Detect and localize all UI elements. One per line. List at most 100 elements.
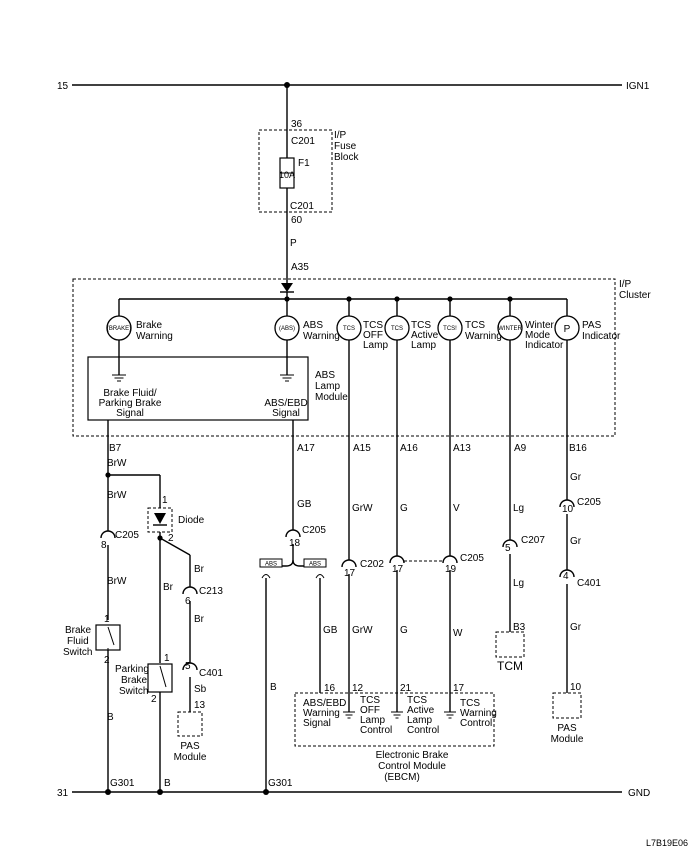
fuse-pin-top: 36 — [291, 119, 303, 130]
pin-label: B16 — [569, 443, 587, 454]
fuse-rating: 10A — [279, 170, 295, 180]
lamp-label: Warning — [303, 331, 340, 342]
connector-label: C401 — [577, 578, 601, 589]
wire-color: Br — [194, 564, 205, 575]
lamp-label: TCS — [465, 320, 485, 331]
wire-color: GB — [323, 625, 338, 636]
connector-pin: 4 — [563, 571, 569, 582]
ebcm-label: Electronic Brake — [376, 750, 449, 761]
ebcm-pin-label: Control — [360, 725, 392, 736]
wire-color: Gr — [570, 472, 582, 483]
diode-symbol — [154, 513, 166, 524]
tcs-active-lamp-icon: TCS — [391, 326, 403, 332]
wire-color: Br — [194, 614, 205, 625]
switch-label: Brake — [65, 625, 92, 636]
lamp-label: TCS — [363, 320, 383, 331]
ebcm-pin-label: ABS/EBD — [303, 698, 346, 709]
diode-circuit: 1 Diode 2 Br Br 6 C213 Br 5 C401 Sb 13 P… — [147, 475, 223, 763]
abs-module-label: Lamp — [315, 381, 340, 392]
fuse-block: 36 C201 I/P Fuse Block F1 10A C201 60 P … — [258, 85, 359, 283]
fuse-name: F1 — [298, 158, 310, 169]
fuse-pin-bottom: 60 — [291, 215, 303, 226]
fuse-connector-top: C201 — [291, 136, 315, 147]
rail-label-31: 31 — [57, 788, 69, 799]
pin-label: A16 — [400, 443, 418, 454]
pas-indicator-circuit: B16 Gr 10 C205 Gr 4 C401 Gr 10 PAS Modul… — [551, 340, 601, 745]
diode-label: Diode — [178, 515, 205, 526]
connector-label: C213 — [199, 586, 223, 597]
ground-symbol — [112, 374, 126, 382]
lamp-label: Warning — [465, 331, 502, 342]
ebcm-pin-label: Control — [460, 718, 492, 729]
cluster-label: Cluster — [619, 290, 651, 301]
wire-color: B — [107, 712, 114, 723]
wire-color: BrW — [107, 458, 127, 469]
cluster-label: I/P — [619, 279, 632, 290]
abs-lamp-icon: (ABS) — [279, 326, 295, 332]
lamp-label: Active — [411, 330, 439, 341]
lamp-abs-warning: (ABS) ABS Warning — [274, 315, 340, 342]
signal-label: Signal — [116, 408, 144, 419]
switch-pin: 1 — [164, 653, 170, 664]
lamp-tcs-off: TCS TCS OFF Lamp — [336, 315, 388, 351]
wire-color: V — [453, 503, 460, 514]
connector-c205 — [442, 555, 458, 564]
diode-pin: 1 — [162, 495, 168, 506]
connector-c202 — [341, 559, 357, 568]
lamp-label: Warning — [136, 331, 173, 342]
ground-rail: 31 GND — [57, 788, 650, 799]
module-label: Module — [174, 752, 207, 763]
abs-module-label: ABS — [315, 370, 335, 381]
abs-ebd-circuit: A17 GB 18 C205 ABS ABS B G301 GB — [259, 420, 338, 792]
switch-pin: 2 — [151, 694, 157, 705]
parking-brake-switch: 1 Parking Brake Switch 2 B — [115, 653, 173, 792]
brake-lamp-icon: (BRAKE) — [107, 326, 131, 332]
ip-cluster: I/P Cluster — [72, 278, 651, 437]
pin-label: A17 — [297, 443, 315, 454]
lamp-label: Mode — [525, 330, 550, 341]
wire-color: GrW — [352, 503, 373, 514]
fuse-connector-bottom: C201 — [290, 201, 314, 212]
ebcm-pin: 17 — [453, 683, 465, 694]
abs-lamp-module: ABS Lamp Module Brake Fluid/ Parking Bra… — [87, 340, 348, 421]
lamp-label: PAS — [582, 320, 602, 331]
tcs-off-circuit: A15 GrW 17 C202 GrW — [341, 340, 384, 693]
ground-label: G301 — [110, 778, 135, 789]
ebcm-pin-label: Warning — [460, 708, 497, 719]
module-label: Module — [551, 734, 584, 745]
wire-color: GrW — [352, 625, 373, 636]
pin-label: B7 — [109, 443, 122, 454]
tcs-warning-lamp-icon: TCS! — [443, 326, 457, 332]
lamp-tcs-warning: TCS! TCS Warning — [437, 315, 502, 342]
wire-color: Br — [163, 582, 174, 593]
lamp-label: TCS — [411, 320, 431, 331]
ebcm-pin-label: OFF — [360, 705, 380, 716]
wire-color: Gr — [570, 622, 582, 633]
connector-label: C205 — [115, 530, 139, 541]
ebcm-module: 16 ABS/EBD Warning Signal 12 TCS OFF Lam… — [294, 683, 497, 783]
ebcm-pin-label: TCS — [360, 695, 380, 706]
wire-color: Sb — [194, 684, 207, 695]
ground-symbol — [343, 711, 355, 719]
lamp-label: Winter — [525, 320, 555, 331]
connector-label: C205 — [460, 553, 484, 564]
connector-c207 — [502, 539, 518, 548]
connector-pin: 6 — [185, 596, 191, 607]
connector-label: C205 — [302, 525, 326, 536]
brake-fluid-switch — [95, 624, 121, 651]
switch-pin: 2 — [104, 655, 110, 666]
connector-pin: 19 — [445, 564, 457, 575]
ebcm-pin: 12 — [352, 683, 364, 694]
abs-tag-text: ABS — [309, 562, 321, 568]
connector-c401 — [182, 662, 198, 671]
ebcm-pin-label: TCS — [407, 695, 427, 706]
lamp-label: Indicator — [525, 340, 564, 351]
pin-label: A9 — [514, 443, 527, 454]
feed-pin: A35 — [291, 262, 309, 273]
connector-pin: 8 — [101, 540, 107, 551]
module-label: PAS — [557, 723, 577, 734]
pin-label: A15 — [353, 443, 371, 454]
fuse-block-label: I/P — [334, 130, 347, 141]
switch-label: Parking — [115, 664, 149, 675]
rail-label-ign1: IGN1 — [626, 81, 650, 92]
